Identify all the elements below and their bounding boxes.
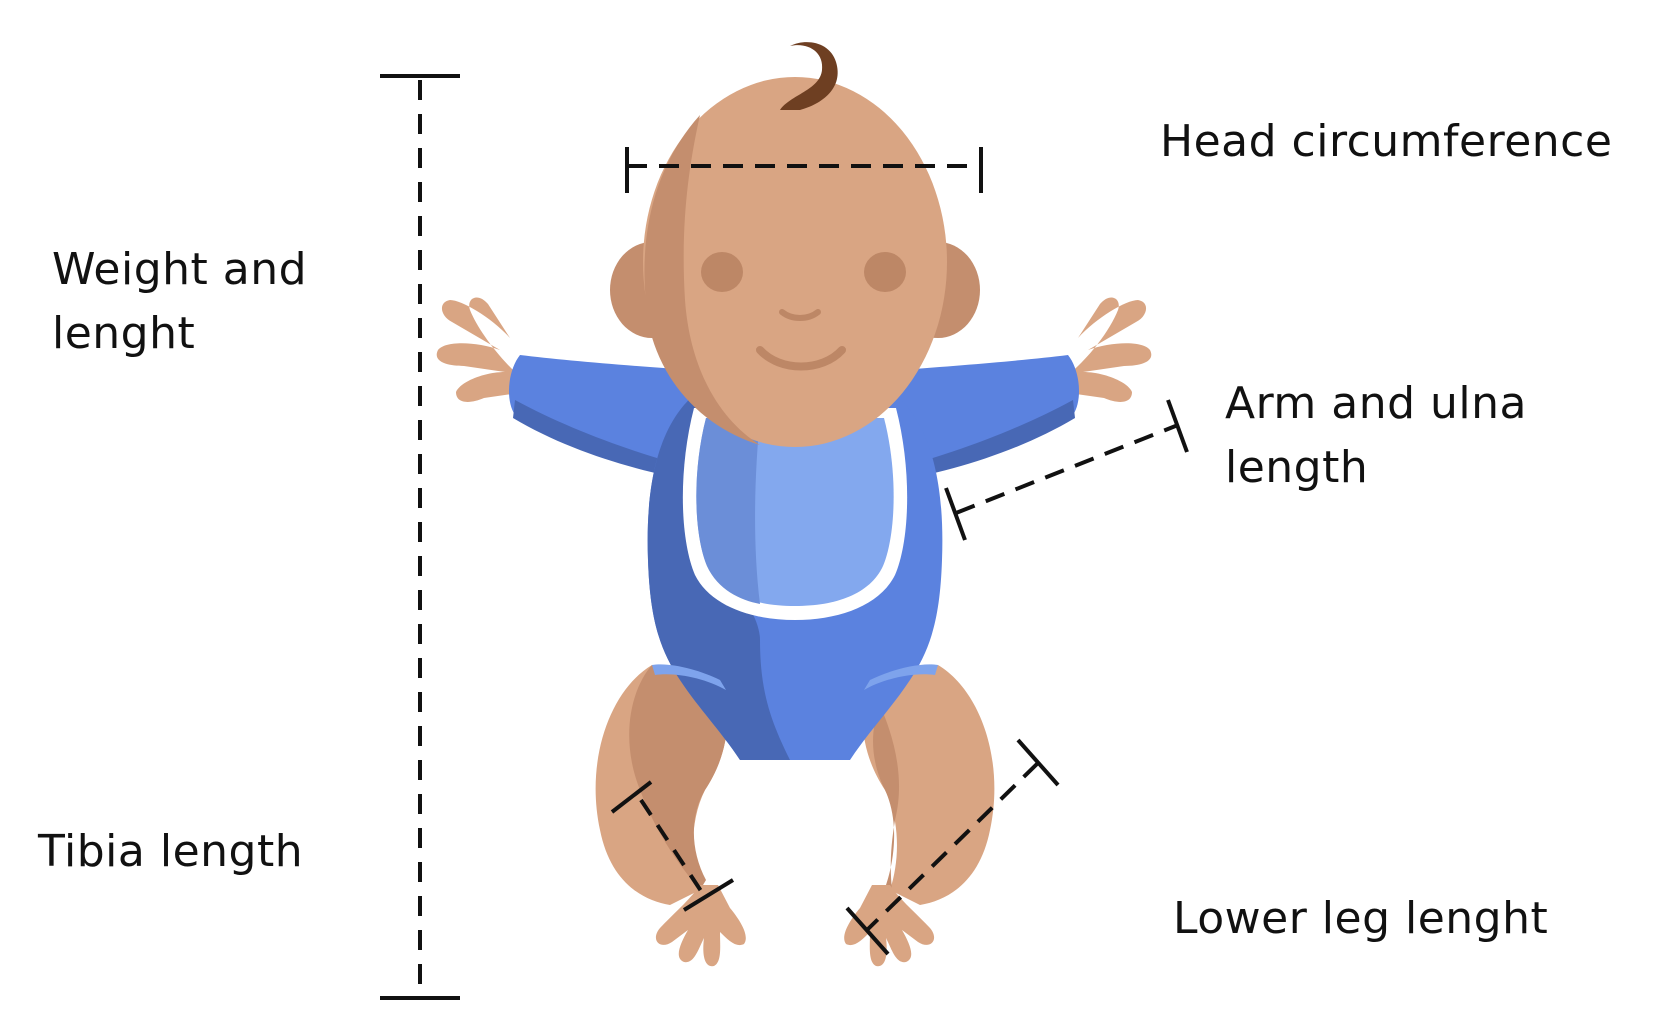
arm-inner-cap — [946, 488, 965, 540]
head-circumference-label-text: Head circumference — [1160, 110, 1612, 174]
lower-leg-length-label: Lower leg lenght — [1173, 887, 1548, 951]
weight-length-label-line1: Weight and — [52, 238, 307, 302]
head-circumference-label: Head circumference — [1160, 110, 1612, 174]
arm-ulna-length-label: Arm and ulna length — [1225, 372, 1527, 500]
weight-length-label-line2: lenght — [52, 302, 307, 366]
arm-ulna-label-line1: Arm and ulna — [1225, 372, 1527, 436]
lower-leg-top-cap — [1018, 740, 1058, 785]
tibia-length-label: Tibia length — [38, 820, 303, 884]
tibia-length-label-text: Tibia length — [38, 820, 303, 884]
weight-length-measure — [380, 76, 460, 998]
weight-length-label: Weight and lenght — [52, 238, 307, 366]
left-eye — [701, 252, 743, 292]
right-eye — [864, 252, 906, 292]
arm-ulna-label-line2: length — [1225, 436, 1527, 500]
lower-leg-label-text: Lower leg lenght — [1173, 887, 1548, 951]
